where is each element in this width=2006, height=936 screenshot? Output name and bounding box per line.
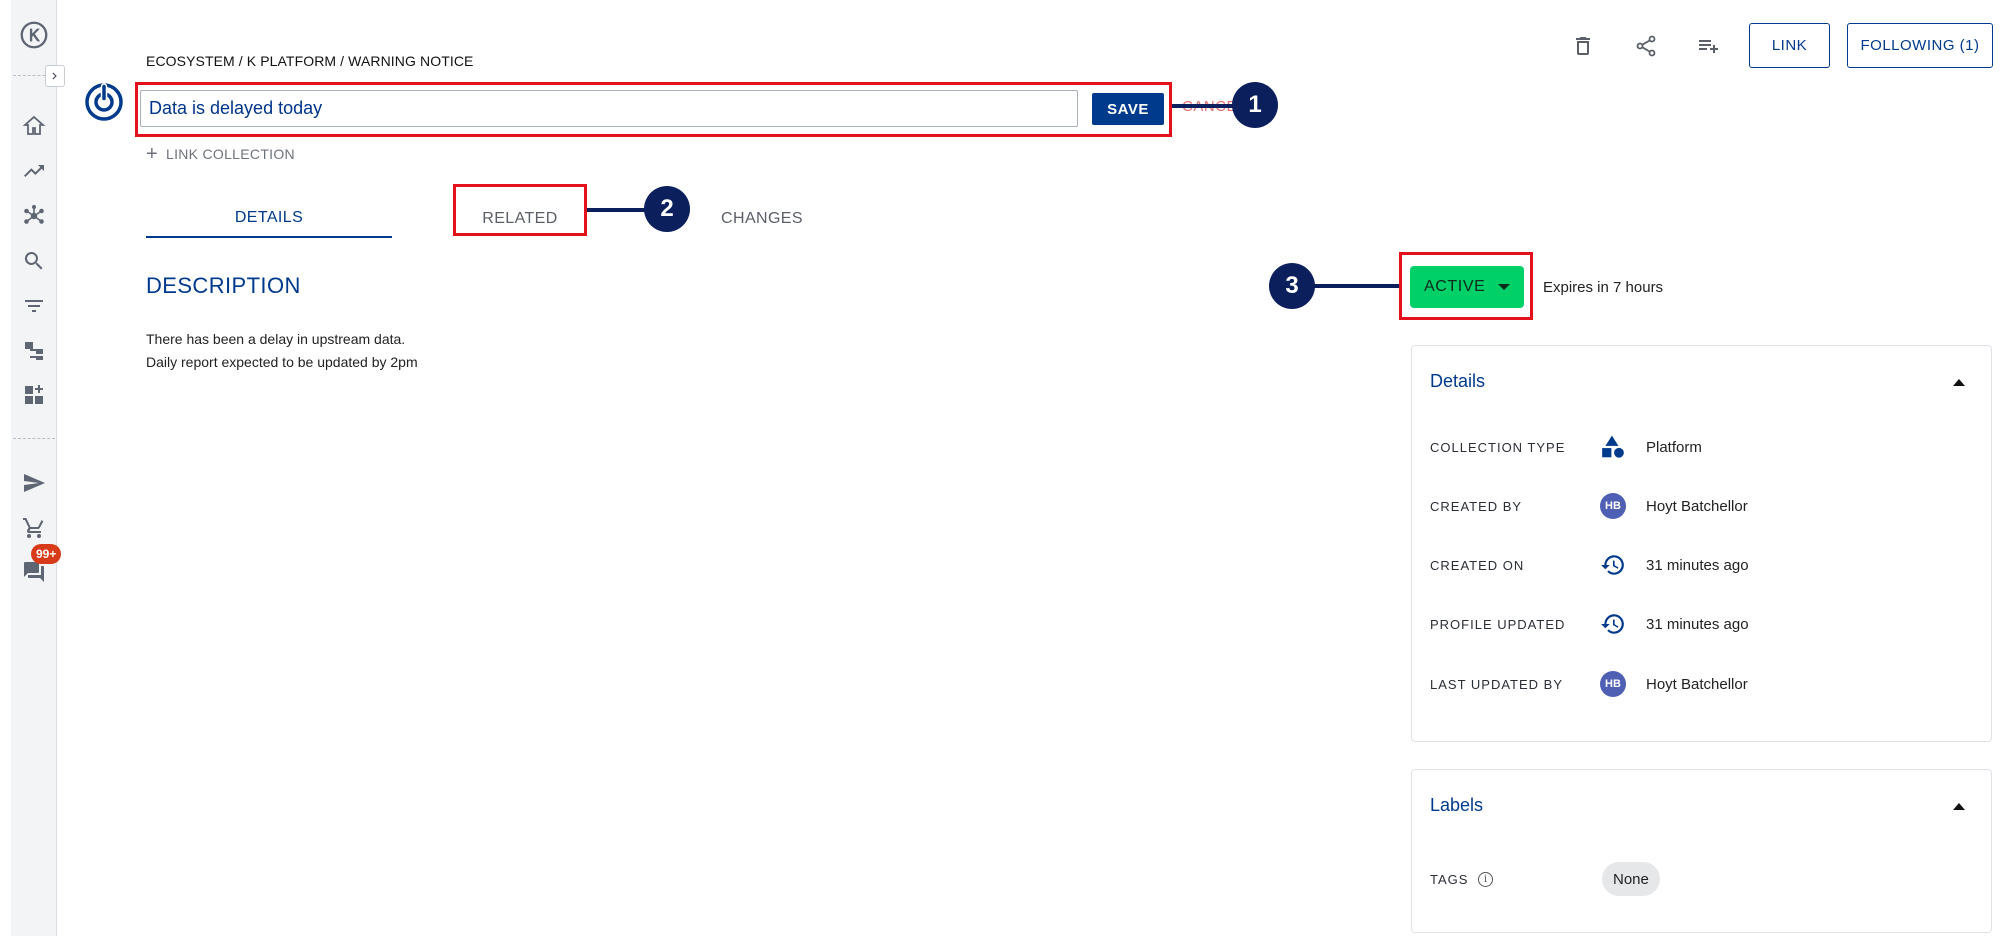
description-body[interactable]: There has been a delay in upstream data.… — [146, 328, 418, 374]
send-icon[interactable] — [11, 465, 57, 501]
dashboard-add-icon[interactable] — [11, 377, 57, 413]
detail-label: COLLECTION TYPE — [1430, 439, 1566, 455]
tab-changes[interactable]: CHANGES — [721, 210, 803, 227]
save-button[interactable]: SAVE — [1092, 93, 1164, 125]
tags-label: TAGS — [1430, 871, 1469, 887]
chevron-right-icon — [52, 72, 57, 80]
labels-panel: Labels TAGS i None — [1411, 769, 1992, 933]
left-sidebar: 99+ — [11, 0, 62, 936]
search-icon[interactable] — [11, 243, 57, 279]
annotation-connector — [1312, 284, 1400, 288]
annotation-connector — [1172, 104, 1237, 108]
annotation-marker-1: 1 — [1232, 82, 1278, 128]
annotation-marker-3: 3 — [1269, 263, 1315, 309]
sidebar-divider — [13, 75, 55, 76]
title-input[interactable] — [140, 90, 1078, 127]
history-icon — [1600, 611, 1646, 637]
home-icon[interactable] — [11, 108, 57, 144]
sidebar-divider — [13, 438, 55, 439]
tag-chip[interactable]: None — [1602, 862, 1660, 896]
link-collection-button[interactable]: + LINK COLLECTION — [146, 143, 295, 165]
warning-notice-icon — [85, 83, 123, 121]
filter-icon[interactable] — [11, 288, 57, 324]
detail-value: 31 minutes ago — [1646, 556, 1749, 574]
annotation-highlight-status — [1399, 252, 1533, 320]
labels-panel-title[interactable]: Labels — [1430, 795, 1484, 815]
shapes-icon — [1600, 434, 1646, 460]
link-collection-label: LINK COLLECTION — [165, 146, 295, 162]
avatar[interactable]: HB — [1600, 493, 1626, 519]
collapse-caret-icon[interactable] — [1953, 803, 1965, 810]
detail-row-profile-updated: PROFILE UPDATED 31 minutes ago — [1430, 609, 1970, 639]
detail-label: LAST UPDATED BY — [1430, 676, 1563, 692]
status-label: ACTIVE — [1424, 278, 1486, 295]
breadcrumb[interactable]: ECOSYSTEM / K PLATFORM / WARNING NOTICE — [146, 53, 474, 69]
link-button[interactable]: LINK — [1749, 23, 1830, 68]
chat-icon[interactable]: 99+ — [11, 544, 62, 590]
detail-label: CREATED ON — [1430, 557, 1525, 573]
detail-row-last-updated-by: LAST UPDATED BY HB Hoyt Batchellor — [1430, 669, 1970, 699]
annotation-marker-2: 2 — [644, 186, 690, 232]
tab-related[interactable]: RELATED — [482, 210, 558, 227]
cart-icon[interactable] — [11, 510, 57, 546]
caret-down-icon — [1498, 284, 1510, 290]
detail-value: Platform — [1646, 438, 1702, 456]
info-icon[interactable]: i — [1478, 871, 1494, 887]
details-panel-title[interactable]: Details — [1430, 371, 1486, 391]
description-line: Daily report expected to be updated by 2… — [146, 354, 418, 370]
add-to-list-icon[interactable] — [1694, 32, 1722, 60]
annotation-connector — [587, 208, 647, 212]
description-line: There has been a delay in upstream data. — [146, 331, 406, 347]
detail-value: 31 minutes ago — [1646, 615, 1749, 633]
detail-row-created-on: CREATED ON 31 minutes ago — [1430, 550, 1970, 580]
delete-icon[interactable] — [1569, 32, 1597, 60]
detail-row-created-by: CREATED BY HB Hoyt Batchellor — [1430, 491, 1970, 521]
following-button[interactable]: FOLLOWING (1) — [1847, 23, 1993, 68]
detail-row-collection-type: COLLECTION TYPE Platform — [1430, 432, 1970, 462]
expand-sidebar-button[interactable] — [45, 65, 65, 87]
tags-row: TAGS i None — [1430, 859, 1970, 899]
share-icon[interactable] — [1632, 32, 1660, 60]
notification-badge: 99+ — [31, 544, 62, 564]
avatar[interactable]: HB — [1600, 671, 1626, 697]
network-icon[interactable] — [11, 198, 57, 234]
trending-up-icon[interactable] — [11, 153, 57, 189]
tab-details[interactable]: DETAILS — [146, 200, 392, 238]
annotation-highlight-title — [135, 82, 1172, 137]
expiry-text: Expires in 7 hours — [1543, 279, 1664, 296]
status-dropdown[interactable]: ACTIVE — [1410, 266, 1524, 308]
history-icon — [1600, 552, 1646, 578]
detail-value[interactable]: Hoyt Batchellor — [1646, 497, 1748, 515]
k-logo-icon[interactable] — [11, 17, 57, 53]
description-heading: DESCRIPTION — [146, 273, 301, 298]
annotation-highlight-related — [453, 184, 587, 236]
hierarchy-icon[interactable] — [11, 333, 57, 369]
detail-value[interactable]: Hoyt Batchellor — [1646, 675, 1748, 693]
collapse-caret-icon[interactable] — [1953, 379, 1965, 386]
details-panel: Details COLLECTION TYPE Platform CREATED… — [1411, 345, 1992, 742]
detail-label: CREATED BY — [1430, 498, 1523, 514]
detail-label: PROFILE UPDATED — [1430, 616, 1566, 632]
plus-icon: + — [146, 143, 158, 165]
